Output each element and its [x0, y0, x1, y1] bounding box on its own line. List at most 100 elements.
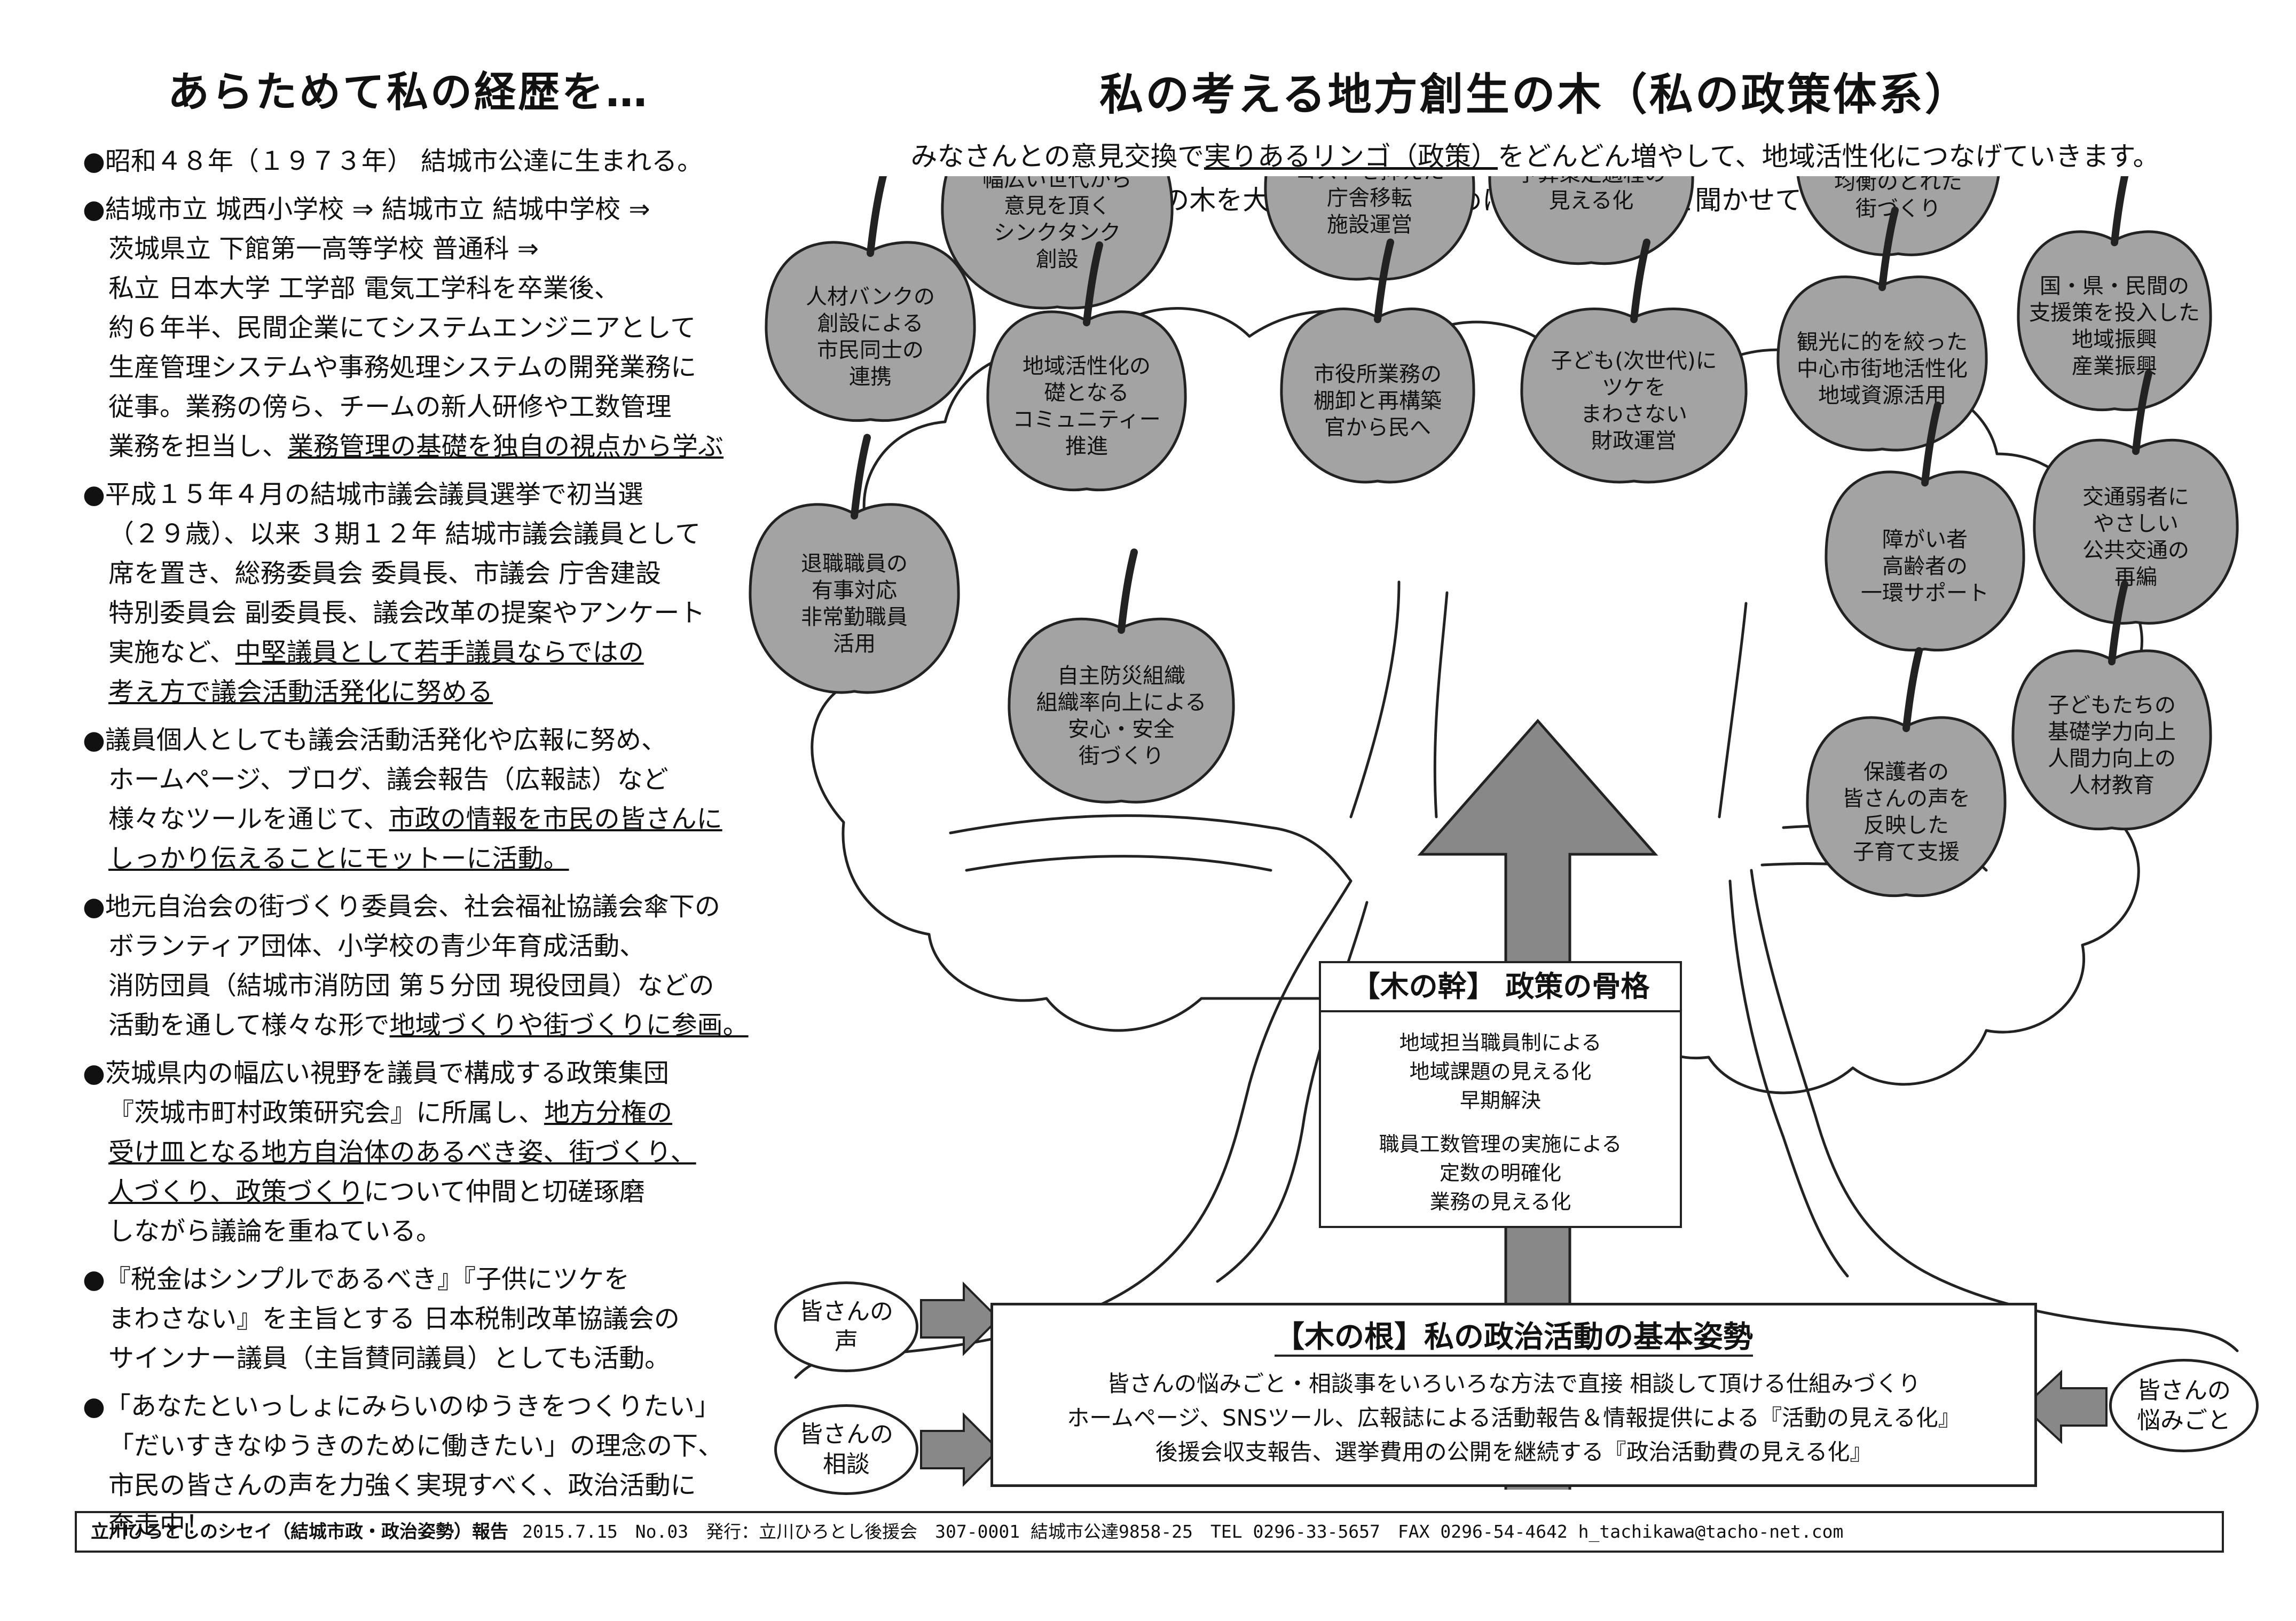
- career-text: 席を置き、総務委員会 委員長、市議会 庁舎建設: [108, 558, 662, 588]
- apple-label-line: 地域活性化の: [1023, 354, 1151, 379]
- career-text: 「だいすきなゆうきのために働きたい」の理念の下、: [108, 1431, 724, 1461]
- career-title: あらためて私の経歴を…: [167, 68, 649, 116]
- roots-line: 後援会収支報告、選挙費用の公開を継続する『政治活動費の見える化』: [1155, 1439, 1873, 1465]
- career-line: 活動を通して様々な形で地域づくりや街づくりに参画。: [83, 1005, 777, 1045]
- apple-label-line: 産業振興: [2072, 354, 2157, 379]
- apple-stem: [2108, 580, 2128, 666]
- career-text: ●昭和４８年（１９７３年） 結城市公達に生まれる。: [83, 146, 703, 176]
- apple-label-line: 有事対応: [812, 578, 897, 603]
- roots-line: 皆さんの悩みごと・相談事をいろいろな方法で直接 相談して頂ける仕組みづくり: [1106, 1371, 1921, 1397]
- apple-body: [1008, 617, 1235, 804]
- apple-label-line: 市民同士の: [817, 338, 924, 363]
- apple-label-line: 非常勤職員: [801, 605, 908, 629]
- career-line: ●「あなたといっしょにみらいのゆうきをつくりたい」: [83, 1387, 777, 1426]
- bubble-line: 相談: [823, 1451, 870, 1478]
- apple-stem: [1083, 241, 1103, 327]
- roots-title: 【木の根】私の政治活動の基本姿勢: [993, 1313, 2034, 1357]
- apple-stem: [1118, 548, 1138, 634]
- apple-stem: [851, 434, 871, 520]
- apple-label-line: 皆さんの声を: [1842, 786, 1970, 811]
- apple-label-line: 一環サポート: [1861, 581, 1989, 605]
- career-text: ボランティア団体、小学校の青少年育成活動、: [108, 931, 646, 961]
- apple-stem: [1374, 238, 1394, 324]
- bubble-line: 声: [835, 1328, 858, 1355]
- career-text: 生産管理システムや事務処理システムの開発業務に: [108, 352, 697, 382]
- career-line: 従事。業務の傍ら、チームの新人研修や工数管理: [83, 387, 777, 427]
- apple-label-line: 退職職員の: [801, 552, 908, 576]
- apple-label-line: 棚卸と再構築: [1314, 389, 1442, 413]
- career-highlight: 市政の情報を市民の皆さんに: [389, 804, 722, 834]
- career-line: まわさない』を主旨とする 日本税制改革協議会の: [83, 1299, 777, 1339]
- career-line: しながら議論を重ねている。: [83, 1211, 777, 1251]
- apple-body: [1806, 716, 2007, 898]
- career-line: ●結城市立 城西小学校 ⇒ 結城市立 結城中学校 ⇒: [83, 190, 777, 229]
- apple-policy: 予算策定過程の見える化: [1488, 176, 1694, 265]
- career-line: しっかり伝えることにモットーに活動。: [83, 839, 777, 878]
- apple-body: [1488, 176, 1694, 265]
- apple-label-line: 見える化: [1549, 188, 1634, 213]
- apple-body: [1796, 176, 2000, 256]
- apple-body: [1520, 308, 1748, 484]
- apple-label-line: 障がい者: [1882, 528, 1968, 552]
- career-list: ●昭和４８年（１９７３年） 結城市公達に生まれる。 ●結城市立 城西小学校 ⇒ 結…: [83, 141, 777, 1553]
- career-item: ●地元自治会の街づくり委員会、社会福祉協議会傘下のボランティア団体、小学校の青少…: [83, 887, 777, 1045]
- apple-label-line: 予算策定過程の: [1516, 176, 1666, 186]
- apple-label-line: 基礎学力向上: [2048, 720, 2176, 744]
- root-arrows: [920, 1281, 2108, 1487]
- apple-policy: 北も南も同じ結城市均衡のとれた街づくり: [1796, 176, 2000, 256]
- career-item: ●茨城県内の幅広い視野を議員で構成する政策集団『茨城市町村政策研究会』に所属し、…: [83, 1053, 777, 1251]
- career-text: 奔走中！: [108, 1510, 211, 1540]
- career-highlight: 人づくり、政策づくり: [108, 1177, 364, 1207]
- apple-label-line: 均衡のとれた: [1834, 176, 1962, 194]
- apple-label-line: 高齢者の: [1882, 554, 1968, 579]
- intro-line-1: みなさんとの意見交換で実りあるリンゴ（政策）をどんどん増やして、地域活性化につな…: [801, 135, 2269, 178]
- career-text: サインナー議員（主旨賛同議員）としても活動。: [108, 1343, 671, 1373]
- career-highlight: 中堅議員として若手議員ならではの: [235, 638, 644, 667]
- apple-label-line: 意見を頂く: [1004, 194, 1111, 218]
- career-line: 約６年半、民間企業にてシステムエンジニアとして: [83, 308, 777, 348]
- apple-label-line: 人材教育: [2069, 773, 2155, 798]
- career-line: 様々なツールを通じて、市政の情報を市民の皆さんに: [83, 799, 777, 839]
- apple-label-line: シンクタンク: [994, 221, 1121, 245]
- career-item: ●議員個人としても議会活動活発化や広報に努め、ホームページ、ブログ、議会報告（広…: [83, 720, 777, 878]
- career-highlight: しっかり伝えることにモットーに活動。: [108, 844, 569, 874]
- apple-label-line: 公共交通の: [2082, 538, 2189, 563]
- career-line: 消防団員（結城市消防団 第５分団 現役団員）などの: [83, 966, 777, 1005]
- apple-label-line: 中心市街地活性化: [1797, 357, 1968, 381]
- apple-body: [941, 176, 1174, 310]
- career-text: 特別委員会 副委員長、議会改革の提案やアンケート: [108, 598, 705, 628]
- trunk-line: 職員工数管理の実施による: [1379, 1132, 1622, 1156]
- trunk-gap: [1321, 1115, 1680, 1130]
- career-line: 市民の皆さんの声を力強く実現すべく、政治活動に: [83, 1466, 777, 1505]
- apple-label-line: 人材バンクの: [806, 285, 935, 309]
- apple-label-line: 官から民へ: [1324, 415, 1431, 440]
- voice-arrow: [920, 1281, 1000, 1356]
- roots-title-text: 【木の根】私の政治活動の基本姿勢: [1275, 1320, 1753, 1357]
- trunk-line: 地域課題の見える化: [1409, 1060, 1592, 1083]
- career-line: ●茨城県内の幅広い視野を議員で構成する政策集団: [83, 1053, 777, 1093]
- career-line: ●議員個人としても議会活動活発化や広報に努め、: [83, 720, 777, 760]
- career-text: （２９歳）、以来 ３期１２年 結城市議会議員として: [108, 519, 701, 549]
- career-line: 人づくり、政策づくりについて仲間と切磋琢磨: [83, 1172, 777, 1211]
- policy-tree-illustration: 幅広い世代から意見を頂くシンクタンク創設コストを抑えた庁舎移転施設運営予算策定過…: [749, 176, 2239, 1490]
- career-highlight: 地域づくりや街づくりに参画。: [389, 1010, 749, 1040]
- apple-body: [765, 241, 976, 422]
- trunk-line: 業務の見える化: [1429, 1190, 1571, 1214]
- worries-arrow: [2022, 1370, 2108, 1444]
- apple-body: [1280, 308, 1475, 484]
- career-text: 従事。業務の傍ら、チームの新人研修や工数管理: [108, 392, 672, 422]
- apple-label-line: 国・県・民間の: [2040, 274, 2189, 298]
- apple-label-line: ツケを: [1602, 375, 1666, 400]
- career-text: ●平成１５年４月の結城市議会議員選挙で初当選: [83, 479, 643, 509]
- apple-label-line: 創設: [1036, 247, 1079, 272]
- apple-stem: [1921, 402, 1941, 487]
- apple-label-line: 子ども(次世代)に: [1551, 349, 1717, 373]
- career-line: 考え方で議会活動活発化に努める: [83, 672, 777, 712]
- trunk-line: 定数の明確化: [1439, 1161, 1561, 1185]
- apple-label-line: 創設による: [817, 311, 924, 336]
